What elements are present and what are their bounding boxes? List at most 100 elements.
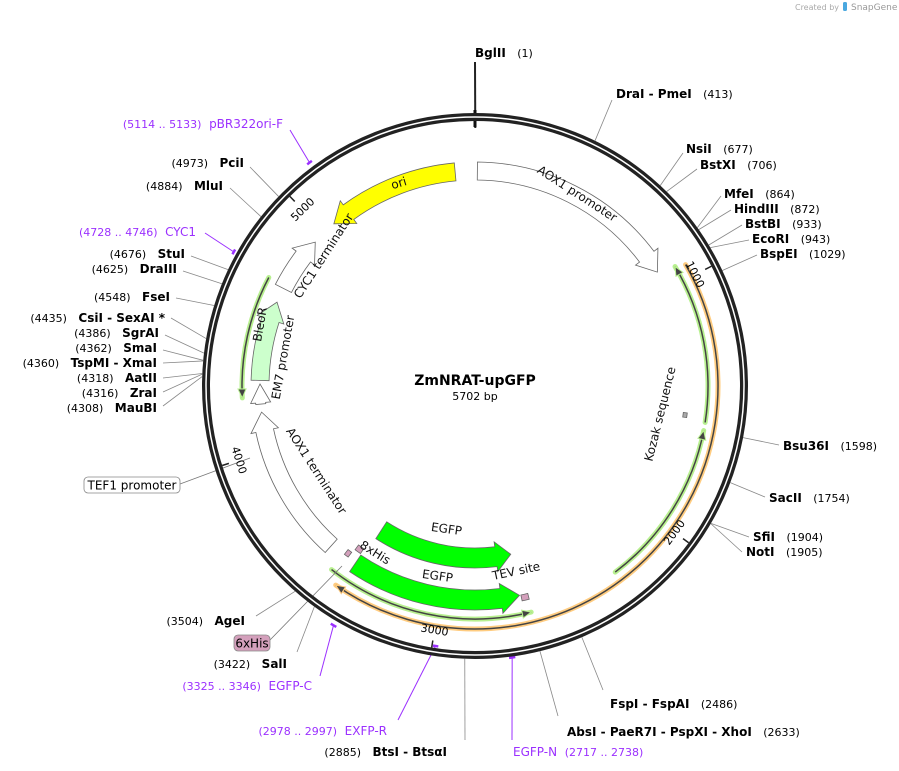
enzyme-label[interactable]: NsiI (677): [686, 142, 753, 156]
enzyme-site-fsei[interactable]: (4548) FseI: [94, 290, 170, 304]
enzyme-site-csii[interactable]: (4435) CsiI - SexAI *: [30, 311, 165, 325]
enzyme-label[interactable]: NotI (1905): [746, 545, 823, 559]
enzyme-label[interactable]: (4386) SgrAI: [74, 326, 159, 340]
enzyme-site-tspmi[interactable]: (4360) TspMI - XmaI: [23, 356, 157, 370]
feature-6xhis[interactable]: [343, 548, 353, 558]
enzyme-site-draiii[interactable]: (4625) DraIII: [92, 262, 177, 276]
feature-8xhis[interactable]: [354, 544, 365, 555]
enzyme-site-btsi[interactable]: (2885) BtsI - BtsαI: [324, 745, 447, 759]
enzyme-label[interactable]: (4435) CsiI - SexAI *: [30, 311, 165, 325]
enzyme-position: (2486): [701, 698, 738, 711]
primer-binding-mark[interactable]: [231, 248, 237, 255]
enzyme-label[interactable]: BstBI (933): [745, 217, 822, 231]
enzyme-label[interactable]: DraI - PmeI (413): [616, 87, 733, 101]
enzyme-label[interactable]: (4676) StuI: [110, 247, 185, 261]
primer-binding-mark[interactable]: [306, 159, 313, 166]
enzyme-label[interactable]: EcoRI (943): [752, 232, 830, 246]
enzyme-label[interactable]: (3422) SalI: [214, 657, 287, 671]
enzyme-label[interactable]: (4362) SmaI: [75, 341, 157, 355]
primer-exfp-r[interactable]: (2978 .. 2997) EXFP-R: [258, 724, 387, 738]
enzyme-site-bspei[interactable]: BspEI (1029): [760, 247, 846, 261]
orf-arrow[interactable]: [672, 264, 711, 425]
feature-callout-tef1-promoter[interactable]: TEF1 promoter: [83, 476, 181, 494]
enzyme-label[interactable]: FspI - FspAI (2486): [610, 697, 737, 711]
enzyme-site-sacii[interactable]: SacII (1754): [769, 491, 850, 505]
primer-binding-mark[interactable]: [330, 622, 337, 629]
enzyme-site-nsii[interactable]: NsiI (677): [686, 142, 753, 156]
primer-label[interactable]: (4728 .. 4746) CYC1: [79, 225, 196, 239]
enzyme-label[interactable]: (4625) DraIII: [92, 262, 177, 276]
feature-ori[interactable]: [333, 162, 457, 225]
enzyme-label[interactable]: SfiI (1904): [753, 530, 823, 544]
orf-arrow[interactable]: [333, 262, 721, 632]
enzyme-label[interactable]: (4973) PciI: [171, 156, 244, 170]
enzyme-label[interactable]: (2885) BtsI - BtsαI: [324, 745, 447, 759]
feature-aox1-terminator[interactable]: [250, 411, 338, 554]
enzyme-site-bstxi[interactable]: BstXI (706): [700, 158, 777, 172]
feature-cyc1-terminator[interactable]: [274, 241, 316, 294]
enzyme-site-mfei[interactable]: MfeI (864): [724, 187, 795, 201]
primer-cyc1[interactable]: (4728 .. 4746) CYC1: [79, 225, 196, 239]
feature-callout-6xhis[interactable]: 6xHis: [233, 634, 271, 652]
feature-egfp[interactable]: [375, 521, 512, 573]
enzyme-site-sali[interactable]: (3422) SalI: [214, 657, 287, 671]
enzyme-label[interactable]: (4360) TspMI - XmaI: [23, 356, 157, 370]
primer-egfp-c[interactable]: (3325 .. 3346) EGFP-C: [182, 679, 312, 693]
label-layer: TEF1 promoter 6xHis BglII (1) DraI - PmeI (…: [23, 46, 877, 759]
enzyme-label[interactable]: BstXI (706): [700, 158, 777, 172]
primer-label[interactable]: (2978 .. 2997) EXFP-R: [258, 724, 387, 738]
enzyme-site-ecori[interactable]: EcoRI (943): [752, 232, 830, 246]
enzyme-label[interactable]: BspEI (1029): [760, 247, 846, 261]
feature-kozak-sequence[interactable]: [682, 411, 688, 419]
enzyme-site-mlui[interactable]: (4884) MluI: [146, 179, 223, 193]
enzyme-label[interactable]: MfeI (864): [724, 187, 795, 201]
enzyme-label[interactable]: (4316) ZraI: [82, 386, 157, 400]
enzyme-site-maubi[interactable]: (4308) MauBI: [67, 401, 157, 415]
enzyme-site-smai[interactable]: (4362) SmaI: [75, 341, 157, 355]
enzyme-site-stui[interactable]: (4676) StuI: [110, 247, 185, 261]
enzyme-site-sgrai[interactable]: (4386) SgrAI: [74, 326, 159, 340]
enzyme-site-zrai[interactable]: (4316) ZraI: [82, 386, 157, 400]
enzyme-name: SgrAI: [122, 326, 159, 340]
enzyme-label[interactable]: SacII (1754): [769, 491, 850, 505]
enzyme-site-aatii[interactable]: (4318) AatII: [77, 371, 157, 385]
primer-label[interactable]: EGFP-N (2717 .. 2738): [513, 745, 643, 759]
enzyme-position: (1598): [840, 440, 877, 453]
enzyme-label[interactable]: (4308) MauBI: [67, 401, 157, 415]
feature-em7-promoter[interactable]: [250, 383, 272, 405]
enzyme-label[interactable]: BglII (1): [475, 46, 533, 60]
enzyme-site-bsu36i[interactable]: Bsu36I (1598): [783, 439, 877, 453]
enzyme-site-drai[interactable]: DraI - PmeI (413): [616, 87, 733, 101]
enzyme-label[interactable]: (4548) FseI: [94, 290, 170, 304]
feature-aox1-promoter[interactable]: [476, 161, 659, 273]
enzyme-label[interactable]: (4318) AatII: [77, 371, 157, 385]
primer-label[interactable]: (5114 .. 5133) pBR322ori-F: [123, 117, 283, 131]
primer-egfp-n[interactable]: EGFP-N (2717 .. 2738): [513, 745, 643, 759]
enzyme-label[interactable]: Bsu36I (1598): [783, 439, 877, 453]
orf-arrow[interactable]: [237, 275, 272, 401]
enzyme-site-hindiii[interactable]: HindIII (872): [734, 202, 820, 216]
primer-label[interactable]: (3325 .. 3346) EGFP-C: [182, 679, 312, 693]
enzyme-label[interactable]: AbsI - PaeR7I - PspXI - XhoI (2633): [567, 725, 800, 739]
enzyme-site-fspi[interactable]: FspI - FspAI (2486): [610, 697, 737, 711]
orf-arrow[interactable]: [612, 428, 707, 575]
enzyme-label[interactable]: (3504) AgeI: [166, 614, 245, 628]
enzyme-site-bglii[interactable]: BglII (1): [475, 46, 533, 60]
enzyme-site-bstbi[interactable]: BstBI (933): [745, 217, 822, 231]
primer-pbr322ori-f[interactable]: (5114 .. 5133) pBR322ori-F: [123, 117, 283, 131]
enzyme-site-noti[interactable]: NotI (1905): [746, 545, 823, 559]
feature-tev-site[interactable]: [520, 592, 530, 602]
enzyme-site-agei[interactable]: (3504) AgeI: [166, 614, 245, 628]
enzyme-label[interactable]: (4884) MluI: [146, 179, 223, 193]
enzyme-name: CsiI - SexAI *: [78, 311, 165, 325]
enzyme-site-sfii[interactable]: SfiI (1904): [753, 530, 823, 544]
enzyme-label[interactable]: HindIII (872): [734, 202, 820, 216]
enzyme-site-absi[interactable]: AbsI - PaeR7I - PspXI - XhoI (2633): [567, 725, 800, 739]
feature-bleor[interactable]: [250, 301, 285, 382]
enzyme-site-pcii[interactable]: (4973) PciI: [171, 156, 244, 170]
orf-arrow[interactable]: [329, 567, 534, 622]
primer-binding-mark[interactable]: [508, 655, 516, 660]
feature-egfp[interactable]: [349, 554, 521, 615]
feature-label-aox1-promoter: AOX1 promoter: [535, 163, 620, 225]
primer-binding-mark[interactable]: [432, 644, 439, 648]
